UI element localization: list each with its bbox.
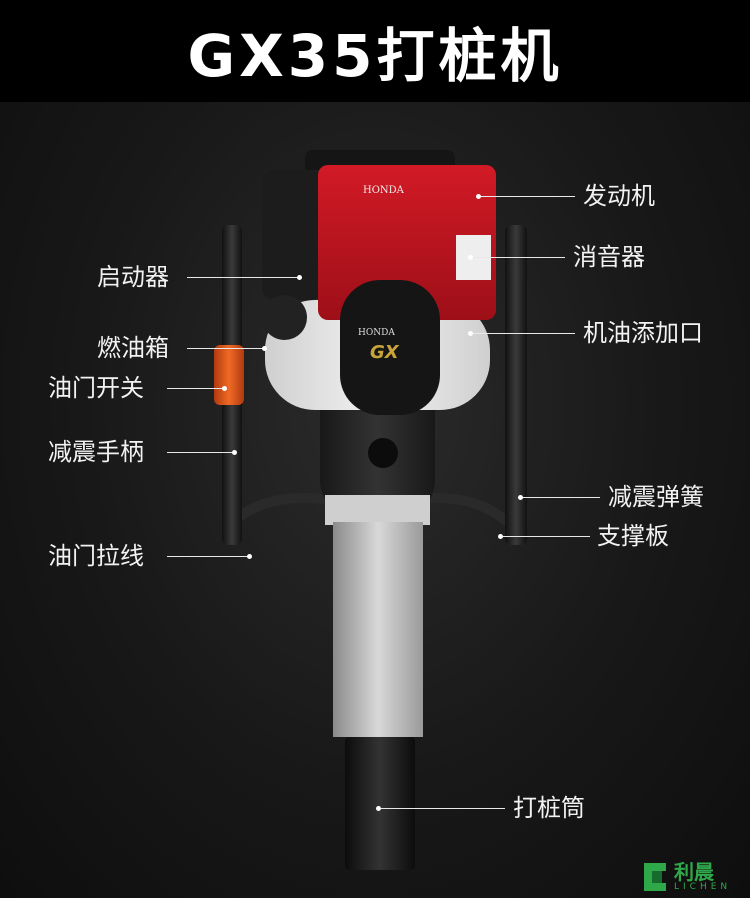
cover-model: GX [370, 342, 399, 363]
starter-shape [262, 170, 322, 300]
recoil-cover: HONDA GX [340, 280, 440, 415]
label-muffler: 消音器 [573, 243, 645, 271]
label-piling-sleeve: 打桩筒 [513, 794, 585, 822]
logo-en: LICHEN [674, 882, 732, 892]
lichen-logo-icon [644, 863, 666, 891]
leader-fuel-tank [187, 346, 267, 351]
leader-damping-spring [518, 495, 600, 500]
leader-starter [187, 275, 302, 280]
label-oil-filler: 机油添加口 [583, 319, 703, 347]
leader-piling-sleeve [376, 806, 505, 811]
piling-sleeve-shape [345, 737, 415, 870]
title-banner: GX35打桩机 [0, 0, 750, 102]
label-fuel-tank: 燃油箱 [97, 334, 169, 362]
label-throttle-cable: 油门拉线 [48, 542, 144, 570]
label-engine: 发动机 [583, 182, 655, 210]
leader-muffler [468, 255, 565, 260]
brand-logo: 利晨 LICHEN [640, 856, 745, 896]
leader-oil-filler [468, 331, 575, 336]
label-damping-spring: 减震弹簧 [608, 483, 704, 511]
collar-shape [325, 495, 430, 525]
leader-support-plate [498, 534, 590, 539]
logo-cn: 利晨 [674, 860, 714, 884]
label-damping-handle: 减震手柄 [48, 438, 144, 466]
leader-throttle-switch [167, 386, 227, 391]
throttle-switch-shape [214, 345, 244, 405]
page-title: GX35打桩机 [187, 22, 563, 90]
cover-brand: HONDA [358, 328, 395, 338]
leader-throttle-cable [167, 554, 252, 559]
fuel-cap-shape [262, 295, 307, 340]
label-throttle-switch: 油门开关 [48, 374, 144, 402]
label-starter: 启动器 [97, 263, 169, 291]
label-support-plate: 支撑板 [597, 522, 669, 550]
bolt-shape [368, 438, 398, 468]
right-handle-shape [505, 225, 527, 545]
leader-engine [476, 194, 575, 199]
engine-brand: HONDA [363, 185, 404, 196]
leader-damping-handle [167, 450, 237, 455]
pole-shape [333, 522, 423, 737]
